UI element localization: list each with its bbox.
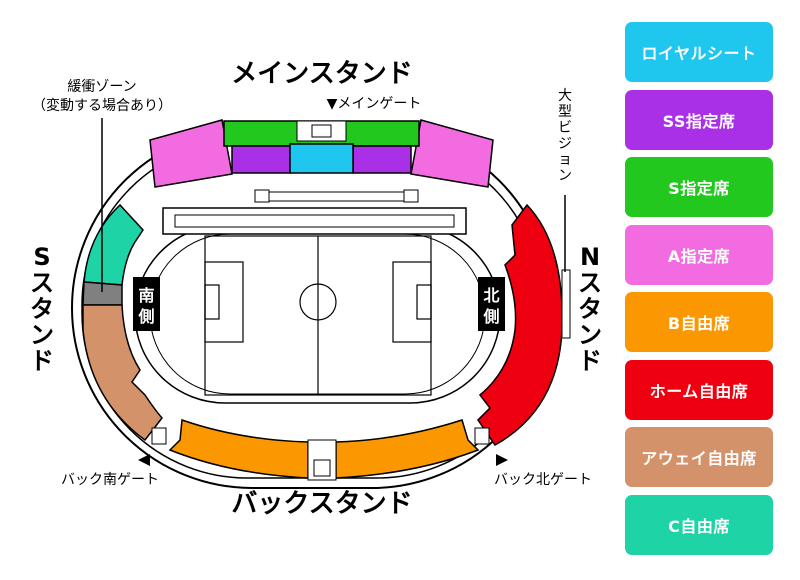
legend-item-label: アウェイ自由席 xyxy=(641,449,757,468)
north-side-label-1: 北 xyxy=(483,286,499,305)
main-gate-door xyxy=(311,124,332,138)
main-stand-box-l xyxy=(254,189,270,203)
big-vision-vertical-char: 型 xyxy=(558,104,572,120)
seat-area-royal[interactable] xyxy=(289,143,354,174)
north-gate-box xyxy=(474,427,490,445)
north-stand-vertical-char: N xyxy=(580,243,600,271)
back-stand-title: バックスタンド xyxy=(231,489,412,519)
big-vision-vertical-char: ン xyxy=(558,168,572,184)
back-north-gate-label: バック北ゲート xyxy=(494,472,592,488)
seat-area-ss-main-right[interactable] xyxy=(352,145,412,174)
north-stand-vertical-char: ス xyxy=(578,269,602,297)
north-side-label-2: 側 xyxy=(482,307,499,326)
seat-area-a-main-left[interactable] xyxy=(149,119,233,188)
seat-area-away-south[interactable] xyxy=(82,304,163,442)
seat-area-ss-main-left[interactable] xyxy=(231,145,291,174)
south-side-label-2: 側 xyxy=(137,307,154,326)
north-stand-vertical-char: タ xyxy=(578,295,602,323)
main-stand-roof-inner xyxy=(174,214,455,228)
seat-area-c-south[interactable] xyxy=(83,203,144,286)
seat-area-b-back-right[interactable] xyxy=(335,419,480,479)
north-stand-vertical-char: ン xyxy=(578,321,602,349)
seat-legend: ロイヤルシート SS指定席 S指定席 A指定席 B自由席ホーム自由席アウェイ自由席 C自由… xyxy=(625,22,773,562)
south-gate-box xyxy=(151,427,167,445)
main-stand-title: メインスタンド xyxy=(231,59,412,89)
main-stand-box-r xyxy=(403,189,419,203)
legend-item: B自由席 xyxy=(625,292,773,352)
big-vision-vertical-char: ジ xyxy=(558,136,572,152)
south-side-label-1: 南 xyxy=(138,286,154,305)
legend-item-label: ロイヤルシート xyxy=(641,44,757,63)
seat-area-a-main-right[interactable] xyxy=(410,119,494,188)
legend-item: ロイヤルシート xyxy=(625,22,773,82)
south-stand-vertical-char: S xyxy=(33,243,50,271)
legend-item: アウェイ自由席 xyxy=(625,427,773,487)
seat-area-home-north[interactable] xyxy=(477,203,563,446)
legend-item-label: ホーム自由席 xyxy=(649,381,749,401)
north-stand-vertical-char: ド xyxy=(578,347,602,375)
buffer-zone-label-1: 緩衝ゾーン xyxy=(67,79,136,95)
back-south-gate-label: バック南ゲート xyxy=(61,472,159,488)
big-vision-vertical-char: ョ xyxy=(558,152,572,168)
legend-item: SS指定席 xyxy=(625,89,773,150)
legend-item-label: C自由席 xyxy=(668,516,730,536)
back-gate-door xyxy=(313,459,331,477)
legend-item: C自由席 xyxy=(625,494,773,555)
buffer-zone-label-2: （変動する場合あり） xyxy=(32,97,172,114)
legend-item-label: B自由席 xyxy=(667,314,731,333)
big-vision-vertical-char: ビ xyxy=(558,120,572,136)
south-stand-vertical-char: タ xyxy=(30,295,54,323)
south-stand-vertical-char: ス xyxy=(30,269,54,297)
south-stand-vertical-char: ン xyxy=(30,321,54,349)
south-side-label-box xyxy=(133,277,160,331)
legend-item-label: SS指定席 xyxy=(662,111,736,131)
legend-item-label: A指定席 xyxy=(667,246,731,266)
football-pitch xyxy=(204,235,432,396)
back-north-gate-arrow xyxy=(496,454,508,466)
south-stand-vertical-char: ド xyxy=(30,347,54,375)
legend-item: ホーム自由席 xyxy=(625,359,773,420)
legend-item: A指定席 xyxy=(625,224,773,285)
big-vision-vertical-char: 大 xyxy=(558,88,572,104)
back-south-gate-arrow xyxy=(138,454,150,466)
main-gate-label: ▼メインゲート xyxy=(327,96,422,112)
legend-item: S指定席 xyxy=(625,157,773,217)
legend-item-label: S指定席 xyxy=(668,179,730,198)
big-vision-screen-main xyxy=(259,191,416,202)
north-side-label-box xyxy=(478,277,505,331)
big-vision-screen-north xyxy=(561,269,571,339)
